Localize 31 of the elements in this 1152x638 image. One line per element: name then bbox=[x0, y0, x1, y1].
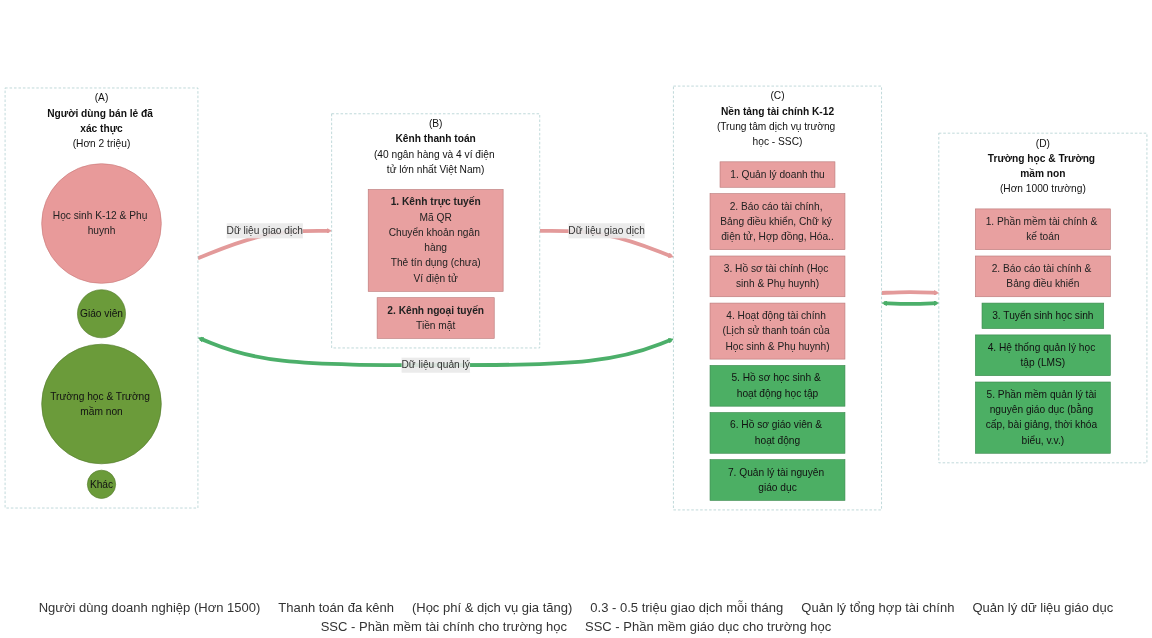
note-text: Thanh toán đa kênh bbox=[278, 600, 394, 615]
node-circle: Khác bbox=[87, 469, 116, 499]
node-box: 4. Hệ thống quản lý học tập (LMS) bbox=[975, 334, 1111, 376]
node-box: 2. Báo cáo tài chính, Bảng điều khiển, Chữ ký điện tử, Hợp đồng, Hóa.. bbox=[709, 193, 846, 250]
node-box: 5. Hồ sơ học sinh & hoạt động học tập bbox=[709, 365, 846, 407]
node-box: 6. Hồ sơ giáo viên & hoạt động bbox=[709, 412, 846, 454]
note-text: SSC - Phần mềm giáo dục cho trường học bbox=[585, 619, 832, 634]
node-box: 2. Kênh ngoại tuyến Tiền mặt bbox=[376, 297, 495, 339]
node-box: 1. Kênh trực tuyến Mã QR Chuyển khoản ngân hàng Thẻ tín dụng (chưa) Ví điện tử bbox=[367, 189, 504, 292]
edge-label: Dữ liệu giao dịch bbox=[568, 225, 645, 236]
edge-label: Dữ liệu giao dịch bbox=[226, 225, 303, 236]
node-box: 1. Phần mềm tài chính & kế toán bbox=[975, 208, 1111, 250]
node-box: 3. Tuyển sinh học sinh bbox=[981, 302, 1104, 329]
node-box: 4. Hoạt động tài chính (Lịch sử thanh toán của Học sinh & Phụ huynh) bbox=[709, 302, 846, 360]
edge-label: Dữ liệu quản lý bbox=[401, 359, 470, 371]
arrow bbox=[881, 300, 940, 307]
note-text: Quản lý tổng hợp tài chính bbox=[801, 600, 955, 615]
note-text: Quản lý dữ liệu giáo dục bbox=[972, 600, 1114, 615]
node-box: 3. Hồ sơ tài chính (Học sinh & Phụ huynh) bbox=[709, 255, 846, 298]
note-text: SSC - Phần mềm tài chính cho trường học bbox=[320, 619, 567, 634]
note-text: (Học phí & dịch vụ gia tăng) bbox=[411, 600, 573, 615]
node-circle: Học sinh K-12 & Phụ huynh bbox=[41, 163, 162, 284]
node-circle: Giáo viên bbox=[77, 289, 126, 339]
node-box: 5. Phần mềm quản lý tài nguyên giáo dục (bằng cấp, bài giảng, thời khóa biểu, v.v.) bbox=[975, 381, 1111, 454]
note-text: Người dùng doanh nghiệp (Hơn 1500) bbox=[38, 600, 261, 615]
node-circle: Trường học & Trường mầm non bbox=[41, 343, 162, 465]
arrow bbox=[881, 289, 940, 296]
node-box: 1. Quản lý doanh thu bbox=[719, 161, 836, 188]
node-box: 7. Quản lý tài nguyên giáo dục bbox=[709, 459, 846, 501]
note-text: 0.3 - 0.5 triệu giao dịch mỗi tháng bbox=[590, 600, 784, 615]
node-box: 2. Báo cáo tài chính & Bảng điều khiển bbox=[975, 255, 1111, 298]
